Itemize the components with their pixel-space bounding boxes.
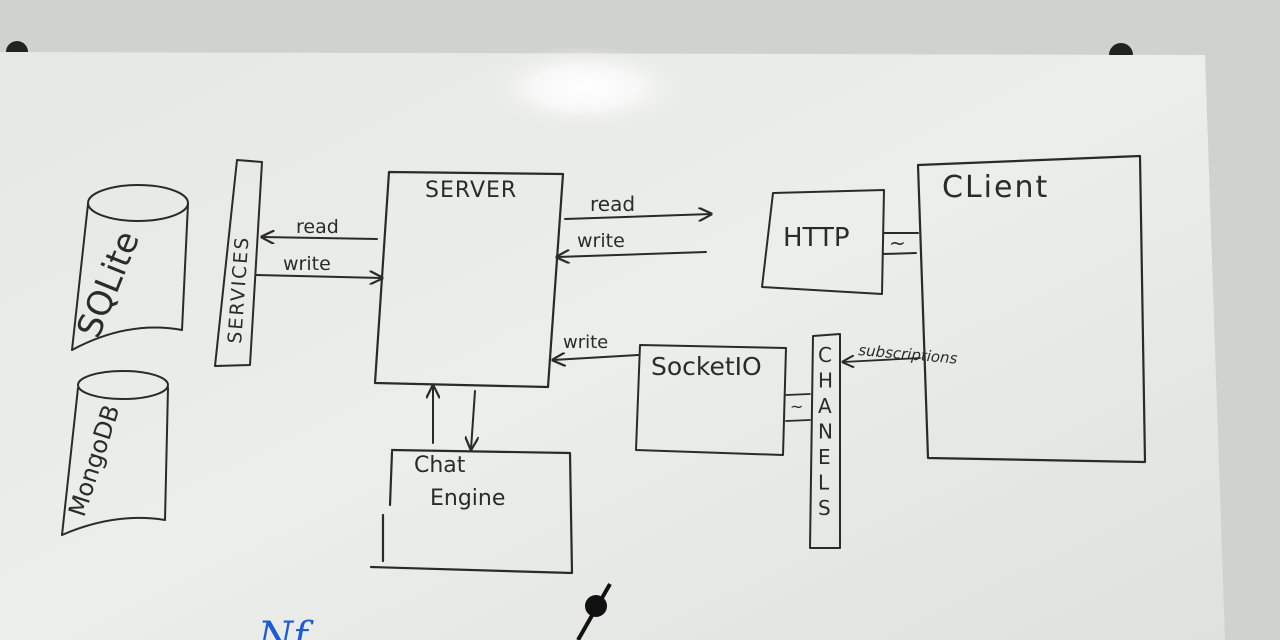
http-label: HTTP [783,223,850,253]
services-read-label: read [296,216,339,238]
socket-tilde: ~ [790,397,803,416]
http-write-label: write [577,230,625,252]
http-client-connector: ~ [882,231,919,255]
chat-engine-box: Chat Engine [369,448,574,575]
socket-server-edge: write [553,332,639,360]
http-tilde: ~ [889,231,906,255]
socket-channels-connector: ~ [785,393,811,422]
server-chat-edges [433,386,475,449]
socketio-box: SocketIO [635,344,787,456]
socket-write-label: write [563,332,608,353]
chat-engine-label-line2: Engine [430,486,505,511]
blue-scribble: Nf [257,614,314,640]
http-box: HTTP [761,189,885,295]
channels-letter: H [818,369,833,393]
server-box: SERVER [373,170,565,389]
channels-letter: S [818,496,831,520]
server-label: SERVER [425,178,517,203]
services-server-edges: read write [255,216,382,278]
channels-letter: A [818,394,832,418]
server-http-edges: read write [557,192,711,257]
client-box: CLient [916,154,1147,464]
board-pin-left [6,41,28,52]
channels-letter: N [818,420,833,444]
light-glare [480,46,690,130]
client-label: CLient [942,170,1049,205]
chat-engine-label-line1: Chat [414,453,466,478]
board-pin-right [1109,43,1133,55]
channels-letter: E [818,445,831,469]
channels-letter: C [818,343,832,367]
socketio-label: SocketIO [651,352,762,381]
http-read-label: read [590,192,635,216]
marker-pen [576,583,612,640]
services-write-label: write [283,253,331,275]
whiteboard-surface [0,52,1225,640]
channels-letter: L [818,471,830,495]
